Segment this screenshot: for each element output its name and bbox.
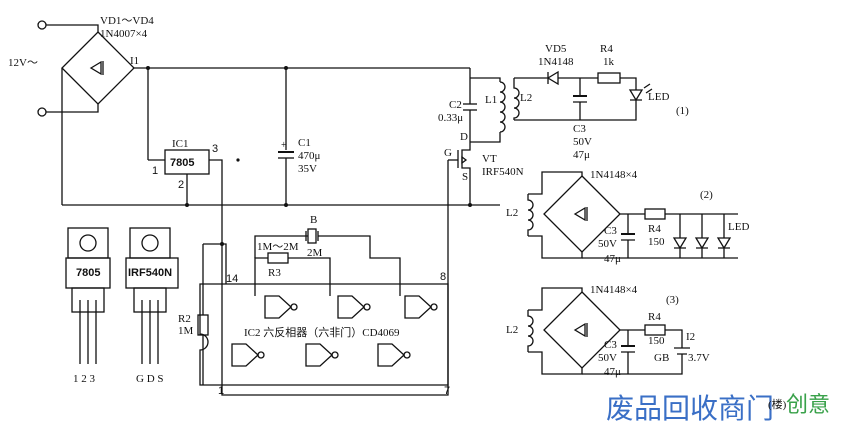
receiver-2: L2 1N4148×4 (2) C3 50V 47μ R4 150 LED [506,169,749,265]
crystal-value: 2M [307,247,323,259]
ic1-pin3: 3 [212,143,218,155]
watermark-brand: 创意 [786,393,830,418]
current-i1-label: I1 [130,55,139,67]
r2-c-ref: C3 [604,225,617,237]
r3-c-voltage: 50V [598,352,617,364]
r1-l-ref: L2 [520,92,532,104]
crystal-ref: B [310,214,317,226]
r3-ref: R3 [268,267,281,279]
ic1-ref: IC1 [172,138,189,150]
r1-diode-ref: VD5 [545,43,567,55]
input-terminal-top [37,20,47,30]
ic2-pin14: 14 [226,273,238,285]
ic2-pin1: 1 [218,385,224,397]
r2-c-value: 47μ [604,253,621,265]
bridge-main-label: VD1～VD4 [100,15,154,27]
ic2-description: IC2 六反相器（六非门）CD4069 [244,325,400,339]
r2-c-voltage: 50V [598,238,617,250]
input-section: 12V～ VD1～VD4 1N4007×4 I1 [8,15,470,205]
pkg1-label: 7805 [76,267,100,279]
r2-r-value: 150 [648,236,665,248]
r3-battery-value: 3.7V [688,352,710,364]
r1-r-value: 1k [603,56,615,68]
l1-ref: L1 [485,94,497,106]
r2-number: (2) [700,189,713,201]
ic1-pin2: 2 [178,179,184,191]
watermark-suffix: (楼) [768,397,787,411]
bridge-main-part: 1N4007×4 [100,28,148,40]
r3-c-ref: C3 [604,339,617,351]
r3-c-value: 47μ [604,366,621,378]
watermark: 废品回收商门 创意 (楼) [606,392,830,425]
receiver-1: L2 VD5 1N4148 R4 1k LED (1) C3 50V 47μ [513,43,689,161]
vt-ref: VT [482,153,497,165]
pkg2-label: IRF540N [128,267,172,279]
package-7805: 7805 1 2 3 [65,227,111,385]
r3-r-ref: R4 [648,311,661,323]
vt-part: IRF540N [482,166,524,178]
ic2-cd4069: 14 8 1 7 IC2 六反相器（六非门）CD4069 B 2M 1M～2M … [178,214,450,397]
ic2-pin8: 8 [440,271,446,283]
r2-r-ref: R4 [648,223,661,235]
r3-bridge-part: 1N4148×4 [590,284,638,296]
watermark-text: 废品回收商门 [606,392,774,425]
c1-capacitor: + C1 470μ 35V [278,66,321,207]
power-stage: L1 C2 0.33μ D G S VT IRF540N [438,68,524,288]
svg-text:+: + [281,140,287,151]
r1-load: LED [648,91,669,103]
input-voltage-label: 12V～ [8,57,38,69]
ic1-pin1: 1 [152,165,158,177]
ic1-part: 7805 [170,157,194,169]
ic2-pin7: 7 [444,385,450,397]
r1-c-value: 47μ [573,149,590,161]
r3-range: 1M～2M [257,241,299,253]
r2-ref: R2 [178,313,191,325]
c1-voltage: 35V [298,163,317,175]
r1-r-ref: R4 [600,43,613,55]
r1-c-voltage: 50V [573,136,592,148]
r3-number: (3) [666,294,679,306]
package-irf540n: IRF540N G D S [125,227,179,385]
vt-pin-d: D [460,131,468,143]
r2-bridge-part: 1N4148×4 [590,169,638,181]
r1-diode-part: 1N4148 [538,56,574,68]
receiver-3: L2 1N4148×4 (3) C3 50V 47μ R4 150 I2 GB … [506,284,710,378]
bridge-rectifier-main [61,31,135,105]
r3-r-value: 150 [648,335,665,347]
c2-value: 0.33μ [438,112,463,124]
input-terminal-bottom [37,107,47,117]
pkg1-pins: 1 2 3 [73,373,96,385]
r1-number: (1) [676,105,689,117]
r3-battery-ref: GB [654,352,669,364]
pkg2-pins: G D S [136,373,164,385]
r3-current: I2 [686,331,695,343]
r2-value: 1M [178,325,194,337]
c2-ref: C2 [449,99,462,111]
r3-l-ref: L2 [506,324,518,336]
r2-l-ref: L2 [506,207,518,219]
r1-c-ref: C3 [573,123,586,135]
r2-load: LED [728,221,749,233]
vt-pin-s: S [462,171,468,183]
c1-value: 470μ [298,150,321,162]
c1-ref: C1 [298,137,311,149]
vt-pin-g: G [444,147,452,159]
